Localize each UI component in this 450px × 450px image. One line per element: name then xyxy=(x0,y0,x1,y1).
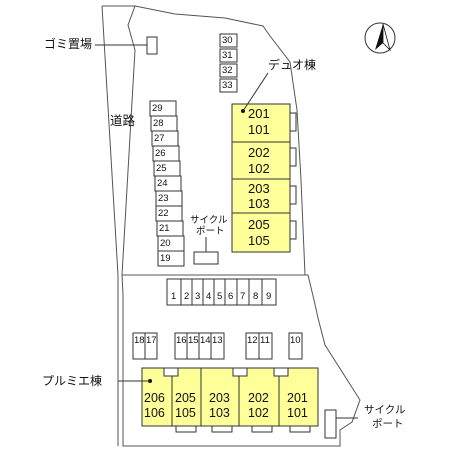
duo-unit-lower: 103 xyxy=(248,196,270,211)
duo-building xyxy=(231,72,297,253)
parking-space-number: 29 xyxy=(152,103,163,114)
parking-space-number: 14 xyxy=(200,335,211,346)
parking-space-number: 9 xyxy=(266,291,272,302)
parking-space-number: 12 xyxy=(247,335,258,346)
parking-space-number: 6 xyxy=(228,291,234,302)
parking-space-number: 24 xyxy=(157,178,168,189)
purumie-label: プルミエ棟 xyxy=(42,374,103,388)
parking-space-number: 15 xyxy=(188,335,199,346)
parking-space-number: 4 xyxy=(206,291,212,302)
parking-space-number: 2 xyxy=(184,291,190,302)
duo-unit-upper: 201 xyxy=(248,106,270,121)
road-edge-left xyxy=(101,5,119,446)
purumie-unit-lower: 101 xyxy=(287,406,308,420)
purumie-unit-lower: 103 xyxy=(209,406,230,420)
purumie-unit-upper: 201 xyxy=(287,391,308,405)
cycle-port-bottom-label-1: サイクル xyxy=(364,404,406,416)
parking-space-number: 13 xyxy=(212,335,223,346)
parking-space-number: 32 xyxy=(222,65,233,76)
purumie-unit-lower: 102 xyxy=(248,406,269,420)
parking-space-number: 33 xyxy=(222,80,233,91)
parking-space-number: 10 xyxy=(290,335,301,346)
road-label: 道路 xyxy=(110,114,136,128)
north-arrow-icon xyxy=(364,22,396,54)
duo-unit-upper: 203 xyxy=(248,181,270,196)
garbage-label: ゴミ置場 xyxy=(44,37,93,51)
parking-space-number: 8 xyxy=(253,291,259,302)
parking-space-number: 23 xyxy=(158,193,169,204)
parking-space-number: 28 xyxy=(153,118,164,129)
parking-space-number: 18 xyxy=(134,335,145,346)
purumie-unit-upper: 205 xyxy=(175,391,196,405)
cycle-port-top-label-1: サイクル xyxy=(190,215,228,226)
parking-space-number: 11 xyxy=(260,335,270,346)
duo-unit-upper: 205 xyxy=(248,217,270,232)
duo-unit-upper: 202 xyxy=(248,145,270,160)
parking-space-number: 20 xyxy=(160,238,171,249)
cycle-port-top xyxy=(193,251,219,265)
parking-space-number: 31 xyxy=(222,50,233,61)
purumie-unit-upper: 202 xyxy=(248,391,269,405)
purumie-building xyxy=(118,367,319,433)
parking-middle xyxy=(166,278,277,306)
parking-space-number: 5 xyxy=(217,291,223,302)
purumie-unit-lower: 106 xyxy=(144,406,165,420)
parking-space-number: 17 xyxy=(146,335,157,346)
duo-label: デュオ棟 xyxy=(268,58,317,72)
purumie-unit-upper: 206 xyxy=(144,391,165,405)
parking-lower xyxy=(132,332,303,360)
garbage-station xyxy=(146,36,158,55)
parking-space-number: 27 xyxy=(154,133,165,144)
parking-space-number: 16 xyxy=(176,335,187,346)
duo-unit-lower: 102 xyxy=(248,161,270,176)
parking-space-number: 19 xyxy=(160,253,171,264)
cycle-port-bottom-label-2: ポート xyxy=(372,418,404,430)
duo-unit-lower: 101 xyxy=(248,122,270,137)
cycle-port-bottom xyxy=(324,409,337,439)
purumie-unit-lower: 105 xyxy=(175,406,196,420)
parking-top-right xyxy=(219,33,238,93)
parking-space-number: 22 xyxy=(158,208,169,219)
purumie-unit-upper: 203 xyxy=(209,391,230,405)
parking-space-number: 7 xyxy=(240,291,246,302)
parking-space-number: 21 xyxy=(159,223,170,234)
parking-space-number: 30 xyxy=(222,35,233,46)
parking-space-number: 3 xyxy=(195,291,201,302)
site-boundary xyxy=(102,5,361,447)
duo-unit-lower: 105 xyxy=(248,233,270,248)
cycle-port-top-label-2: ポート xyxy=(196,226,225,237)
site-boundary-top xyxy=(134,5,306,276)
parking-space-number: 26 xyxy=(155,148,166,159)
parking-space-number: 25 xyxy=(156,163,167,174)
parking-left xyxy=(149,100,185,267)
parking-space-number: 1 xyxy=(171,291,177,302)
